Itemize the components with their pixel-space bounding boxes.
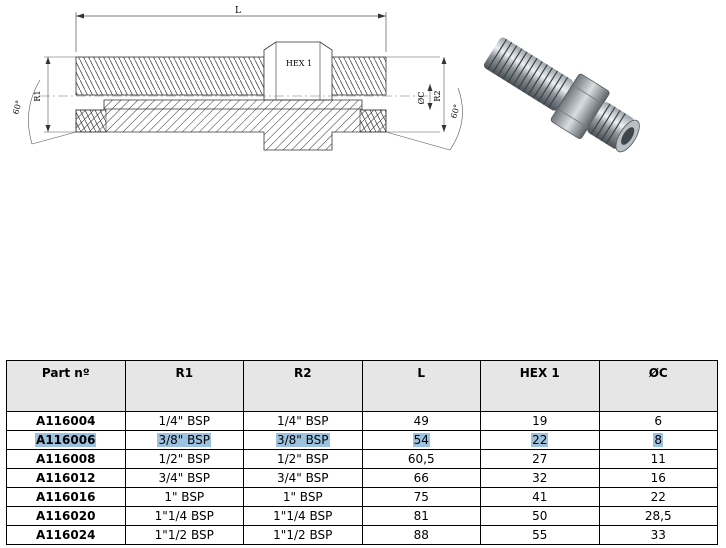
header-part-no: Part nº [6,360,126,412]
cell-r1: 3/4" BSP [124,468,244,488]
cell-part-no: A116024 [6,525,126,545]
header-l: L [361,360,481,412]
cell-dia-c: 16 [598,468,718,488]
cell-part-no: A116004 [6,411,126,431]
table-row: A116024 1"1/2 BSP 1"1/2 BSP 88 55 33 [6,525,718,545]
cell-hex1: 41 [480,487,600,507]
cell-r1: 3/8" BSP [124,430,244,450]
table-row: A116020 1"1/4 BSP 1"1/4 BSP 81 50 28,5 [6,506,718,526]
header-hex1: HEX 1 [480,360,600,412]
angle-left: 60° [11,79,77,145]
cell-part-no: A116012 [6,468,126,488]
cell-hex1: 50 [480,506,600,526]
cell-hex1: 22 [480,430,600,450]
cell-r2: 1/4" BSP [243,411,363,431]
cell-r2: 1/2" BSP [243,449,363,469]
cell-hex1: 27 [480,449,600,469]
cell-r1: 1/4" BSP [124,411,244,431]
cell-r2: 3/4" BSP [243,468,363,488]
cell-part-no: A116006 [6,430,126,450]
cell-r1: 1"1/4 BSP [124,506,244,526]
dimension-R1: R1 [33,56,76,133]
fitting-3d-render [483,37,640,153]
cell-part-no: A116016 [6,487,126,507]
header-r1: R1 [124,360,244,412]
cell-r2: 1"1/2 BSP [243,525,363,545]
dimension-L-label: L [235,6,241,16]
cell-dia-c: 8 [598,430,718,450]
table-row: A116012 3/4" BSP 3/4" BSP 66 32 16 [6,468,718,488]
cell-l: 54 [361,430,481,450]
cell-dia-c: 11 [598,449,718,469]
table-header-row: Part nº R1 R2 L HEX 1 ØC [6,360,718,412]
cell-l: 88 [361,525,481,545]
cell-part-no: A116020 [6,506,126,526]
cell-l: 49 [361,411,481,431]
cell-dia-c: 28,5 [598,506,718,526]
cell-hex1: 32 [480,468,600,488]
cell-r2: 3/8" BSP [243,430,363,450]
fitting-side-view: HEX 1 [40,41,430,151]
cell-dia-c: 22 [598,487,718,507]
r2-label: R2 [433,90,442,101]
cell-l: 66 [361,468,481,488]
cell-part-no: A116008 [6,449,126,469]
cell-l: 60,5 [361,449,481,469]
table-row: A116016 1" BSP 1" BSP 75 41 22 [6,487,718,507]
dia-c-label: ØC [417,92,426,105]
cell-r1: 1" BSP [124,487,244,507]
cell-hex1: 55 [480,525,600,545]
cell-dia-c: 6 [598,411,718,431]
table-row: A116004 1/4" BSP 1/4" BSP 49 19 6 [6,411,718,431]
angle-right: 60° [385,87,463,151]
cell-r1: 1/2" BSP [124,449,244,469]
dimension-C-R2: ØC R2 [386,56,447,133]
table-row: A116008 1/2" BSP 1/2" BSP 60,5 27 11 [6,449,718,469]
r1-label: R1 [33,90,42,101]
cell-hex1: 19 [480,411,600,431]
cell-r2: 1"1/4 BSP [243,506,363,526]
header-r2: R2 [243,360,363,412]
angle-right-label: 60° [449,103,461,119]
cell-l: 75 [361,487,481,507]
technical-drawing: L HEX 1 R1 60° [11,6,640,153]
cell-r2: 1" BSP [243,487,363,507]
cell-l: 81 [361,506,481,526]
dimension-L: L [75,6,387,52]
hex-label: HEX 1 [286,59,312,68]
spec-table: Part nº R1 R2 L HEX 1 ØC A116004 1/4" BS… [6,360,718,545]
table-row-selected: A116006 3/8" BSP 3/8" BSP 54 22 8 [6,430,718,450]
cell-r1: 1"1/2 BSP [124,525,244,545]
cell-dia-c: 33 [598,525,718,545]
header-dia-c: ØC [598,360,718,412]
angle-left-label: 60° [11,99,23,115]
